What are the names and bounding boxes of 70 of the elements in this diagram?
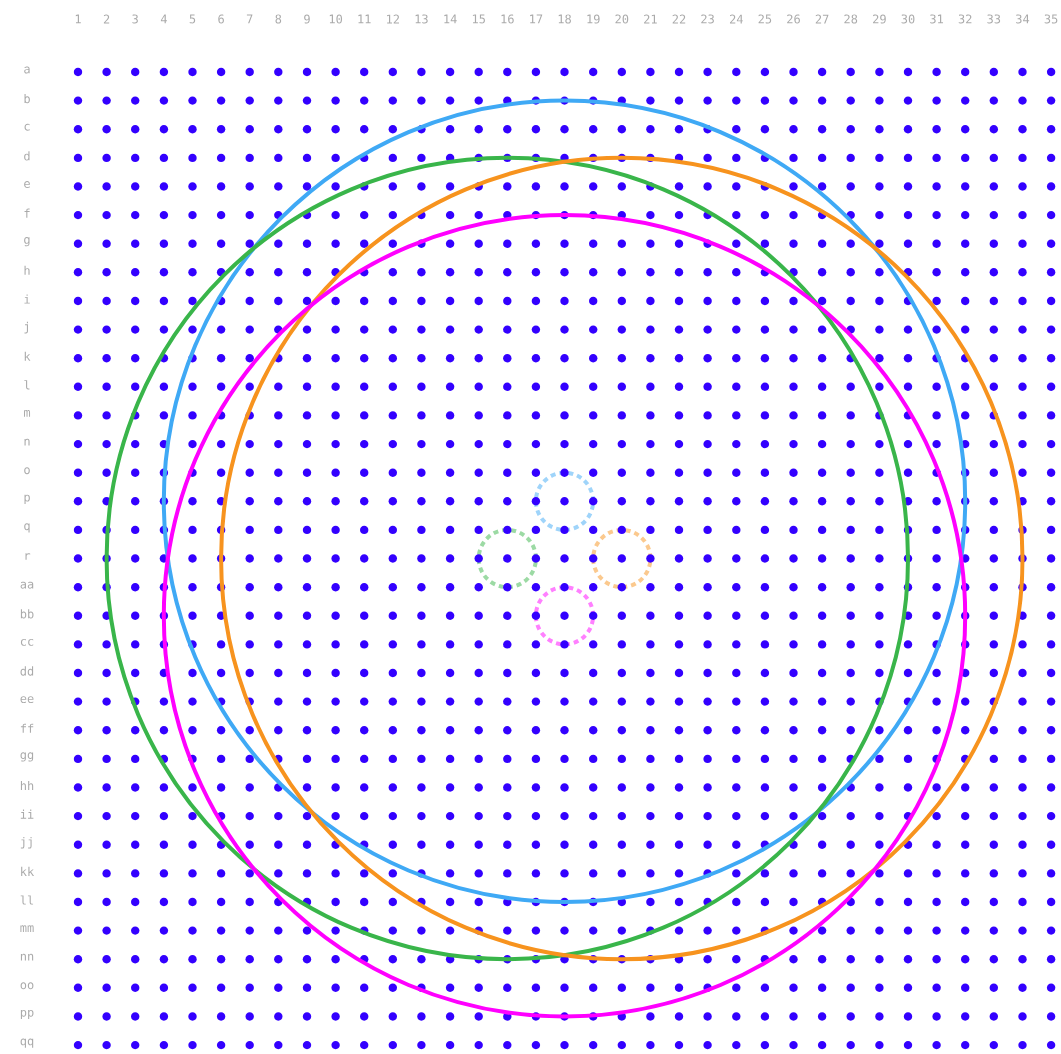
row-label: k bbox=[24, 351, 31, 361]
row-label: j bbox=[24, 321, 28, 334]
column-number: 9 bbox=[304, 14, 310, 24]
column-number: 27 bbox=[815, 14, 829, 24]
row-label: hh bbox=[20, 780, 34, 791]
column-number: 12 bbox=[387, 14, 399, 24]
row-label: h bbox=[24, 265, 30, 275]
column-number: 4 bbox=[160, 14, 167, 24]
column-number: 24 bbox=[729, 14, 743, 24]
column-number: 13 bbox=[415, 14, 428, 24]
row-label: cc bbox=[20, 638, 34, 646]
row-label: nn bbox=[20, 953, 34, 961]
row-label: mm bbox=[20, 925, 34, 932]
column-number: 21 bbox=[644, 14, 657, 24]
column-number: 31 bbox=[930, 14, 943, 24]
column-number: 8 bbox=[275, 14, 282, 24]
column-number: 18 bbox=[558, 14, 571, 24]
column-number: 1 bbox=[75, 14, 81, 24]
row-label: ff bbox=[20, 723, 34, 733]
column-number: 10 bbox=[329, 14, 343, 24]
column-number: 32 bbox=[958, 14, 972, 24]
row-label: kk bbox=[21, 866, 35, 876]
column-number: 14 bbox=[444, 14, 457, 24]
column-number: 30 bbox=[901, 14, 915, 24]
row-label: a bbox=[24, 66, 30, 74]
row-label: dd bbox=[20, 666, 34, 676]
column-number: 33 bbox=[987, 14, 1001, 24]
row-label: gg bbox=[20, 752, 34, 762]
column-number: 35 bbox=[1044, 14, 1058, 24]
row-label: q bbox=[24, 523, 30, 533]
row-label: b bbox=[24, 93, 30, 104]
column-number: 7 bbox=[246, 14, 253, 24]
row-label: pp bbox=[20, 1009, 34, 1020]
row-label: ii bbox=[20, 809, 34, 819]
column-number: 25 bbox=[758, 14, 772, 24]
row-label: i bbox=[24, 294, 30, 304]
row-label: bb bbox=[20, 609, 34, 619]
column-number: 17 bbox=[530, 14, 543, 24]
column-number: 15 bbox=[472, 14, 485, 24]
column-number: 34 bbox=[1016, 14, 1030, 24]
row-label: c bbox=[24, 123, 30, 131]
column-number: 20 bbox=[615, 14, 629, 24]
row-label: g bbox=[24, 237, 30, 247]
row-label: oo bbox=[20, 982, 34, 990]
row-label: ee bbox=[20, 696, 34, 704]
row-label: r bbox=[25, 553, 31, 560]
column-number: 16 bbox=[501, 14, 514, 24]
row-label: l bbox=[24, 380, 30, 390]
column-number: 29 bbox=[873, 14, 886, 24]
row-label: e bbox=[24, 181, 30, 188]
column-number: 11 bbox=[358, 14, 371, 24]
row-label: jj bbox=[20, 836, 32, 849]
row-label: m bbox=[24, 410, 31, 417]
row-label: ll bbox=[20, 895, 34, 905]
row-label: aa bbox=[20, 581, 34, 589]
row-label: d bbox=[24, 151, 30, 161]
row-label: p bbox=[24, 494, 30, 504]
column-number: 19 bbox=[587, 14, 600, 24]
row-label: f bbox=[24, 208, 30, 218]
column-number: 22 bbox=[672, 14, 686, 24]
column-number: 28 bbox=[844, 14, 858, 24]
row-label: n bbox=[24, 438, 30, 446]
row-label: o bbox=[24, 467, 30, 475]
row-label: qq bbox=[20, 1038, 34, 1048]
column-number: 5 bbox=[189, 14, 196, 24]
column-number: 26 bbox=[787, 14, 800, 24]
column-number: 6 bbox=[218, 14, 224, 24]
column-number: 2 bbox=[103, 14, 110, 24]
column-number: 23 bbox=[701, 14, 714, 24]
column-number: 3 bbox=[132, 14, 138, 24]
